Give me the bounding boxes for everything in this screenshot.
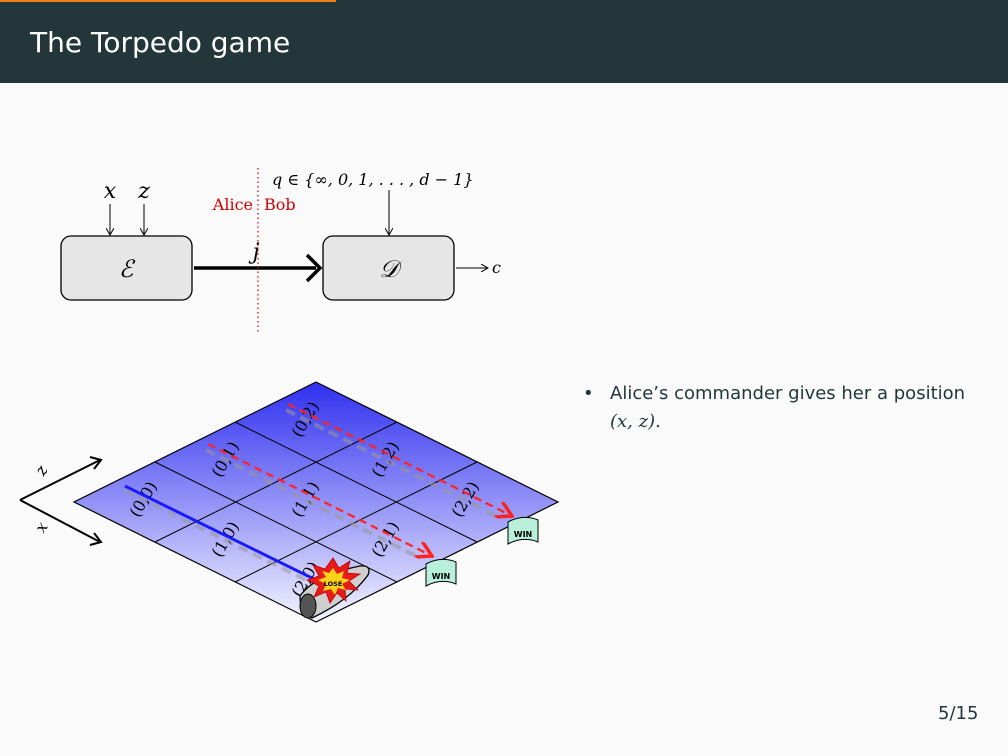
bullet-text: Alice’s commander gives her a position: [610, 383, 965, 404]
bullet-text-block: Alice’s commander gives her a position (…: [610, 380, 1008, 436]
axis-z-label: z: [30, 461, 51, 479]
input-x-label: x: [104, 179, 117, 204]
input-z-label: z: [137, 179, 150, 204]
bullet-math: (x, z).: [610, 411, 661, 432]
bob-label: Bob: [264, 195, 296, 214]
lose-label: LOSE: [324, 580, 343, 588]
encoder-label: ℰ: [119, 255, 136, 283]
message-label: j: [248, 240, 260, 265]
win-flag-row-0: WIN: [508, 517, 538, 544]
win-label-row-0: WIN: [514, 530, 533, 539]
alice-label: Alice: [212, 195, 253, 214]
page-number: 5/15: [938, 703, 978, 724]
bullet-dot: •: [583, 380, 594, 408]
win-flag-row-1: WIN: [426, 559, 456, 586]
output-label: c: [492, 258, 501, 277]
query-label: q ∈ {∞, 0, 1, . . . , d − 1}: [272, 170, 474, 189]
win-label-row-1: WIN: [432, 572, 451, 581]
axis-x-label: x: [31, 519, 52, 536]
